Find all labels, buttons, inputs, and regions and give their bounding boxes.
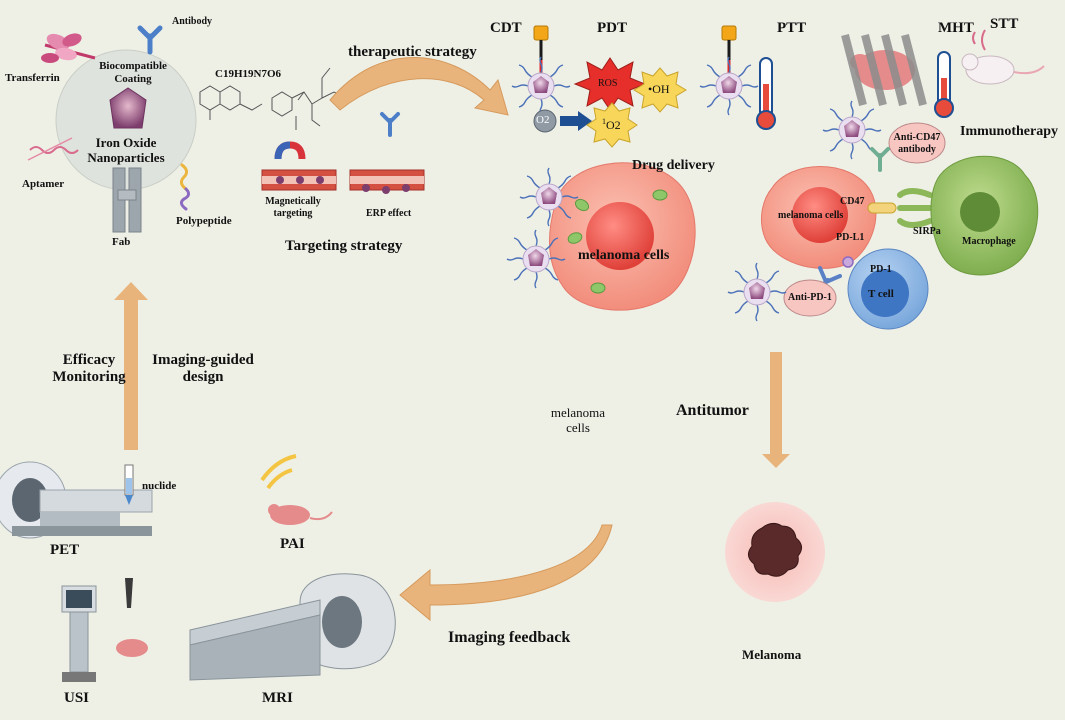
anti-pd1-bubble (783, 279, 837, 317)
pai-label: PAI (280, 536, 305, 552)
folic-acid-structure (199, 67, 343, 130)
cd47-connector (867, 202, 897, 214)
anti-cd47-antibody-icon (870, 147, 890, 172)
pai-icon (260, 454, 333, 525)
mht-coil-icon (841, 34, 927, 106)
drug-capsules (567, 189, 668, 294)
melanoma-tumor (748, 522, 802, 577)
imaging-feedback-arrow (399, 524, 613, 622)
usi-device-icon (61, 578, 148, 682)
ptt-thermometer-icon (756, 57, 776, 130)
macrophage-nucleus (960, 192, 1000, 232)
antibody-small-icon (380, 112, 400, 137)
t-cell-nucleus (861, 269, 909, 317)
cdt-laser (533, 25, 549, 78)
antitumor-arrow (762, 352, 790, 468)
transferrin-icon (41, 33, 96, 63)
nuclide-syringe-icon (124, 464, 134, 505)
erp-vessel (349, 169, 425, 194)
melanoma-label: Melanoma (742, 647, 802, 662)
ptt-nanoparticle (699, 56, 759, 116)
iron-oxide-core (109, 87, 147, 129)
aptamer-icon (27, 137, 79, 161)
targeting-strategy-label: Targeting strategy (285, 238, 403, 254)
sirpa-label: SIRPa (913, 226, 941, 237)
o2-arrow (560, 111, 592, 131)
macrophage-label: Macrophage (962, 236, 1016, 247)
pet-scanner-icon (0, 461, 153, 539)
cdt-label: CDT (490, 20, 522, 36)
antibody-label: Antibody (172, 16, 213, 27)
formula-label: C19H19N7O6 (215, 68, 281, 80)
fab-label: Fab (112, 236, 131, 248)
imaging-guided-design-label: Imaging-guided design (152, 352, 254, 386)
erp-effect-label: ERP effect (366, 208, 412, 219)
immuno-melanoma-cells-label: melanoma cells (778, 210, 844, 221)
stt-label: STT (990, 16, 1019, 32)
cd47-label: CD47 (840, 196, 865, 207)
therapeutic-arrow (329, 57, 509, 116)
oh-label: •OH (648, 82, 670, 96)
stt-thermometer-icon (934, 51, 954, 118)
melanoma-nucleus (586, 202, 654, 270)
stt-mouse-icon (961, 29, 1045, 85)
immuno-nanoparticle-bottom (727, 262, 787, 322)
singlet-oxygen-label: 1O2 (602, 117, 621, 133)
drug-nanoparticle-1 (519, 167, 579, 227)
fab-icon (112, 167, 142, 233)
therapeutic-strategy-label: therapeutic strategy (348, 44, 477, 60)
anti-cd47-bubble (888, 122, 946, 164)
pet-label: PET (50, 542, 80, 558)
pd-1-label: PD-1 (870, 264, 892, 275)
anti-cd47-label: Anti-CD47 antibody (893, 132, 941, 155)
polypeptide-icon (179, 163, 191, 211)
nuclide-label: nuclide (142, 480, 177, 492)
aptamer-label: Aptamer (22, 178, 65, 190)
melanoma-cells-flow-label: melanoma cells (550, 405, 606, 435)
oh-radical (633, 67, 687, 113)
drug-delivery-label: Drug delivery (632, 158, 715, 173)
o2-bubble (533, 109, 557, 133)
o2-label: O2 (536, 114, 550, 126)
ptt-label: PTT (777, 20, 807, 36)
drug-nanoparticle-2 (506, 229, 566, 289)
pdt-label: PDT (597, 20, 627, 36)
immunotherapy-label: Immunotherapy (960, 124, 1059, 139)
ptt-laser (721, 25, 737, 78)
mri-scanner-icon (189, 573, 396, 681)
imaging-feedback-label: Imaging feedback (448, 629, 571, 646)
imaging-guided-arrow (114, 282, 148, 450)
singlet-oxygen-text: O2 (606, 118, 621, 132)
antitumor-label: Antitumor (676, 402, 749, 419)
polypeptide-label: Polypeptide (176, 215, 232, 227)
coating-label: Biocompatible Coating (99, 60, 167, 85)
singlet-oxygen-sup: 1 (602, 117, 606, 126)
magnetic-vessel (261, 141, 337, 191)
pd-l1-label: PD-L1 (836, 232, 865, 243)
drug-melanoma-cells-label: melanoma cells (578, 248, 670, 263)
mht-label: MHT (938, 20, 974, 36)
magnetic-targeting-label: Magnetically targeting (265, 196, 321, 219)
sirpa-receptor (897, 188, 933, 228)
immuno-nucleus (792, 187, 848, 243)
transferrin-label: Transferrin (5, 72, 60, 84)
ros-label: ROS (598, 78, 618, 89)
efficacy-monitoring-label: Efficacy Monitoring (52, 352, 126, 386)
core-label: Iron Oxide Nanoparticles (87, 135, 165, 165)
antibody-icon (137, 25, 163, 55)
anti-pd1-label: Anti-PD-1 (788, 292, 832, 303)
usi-label: USI (64, 690, 90, 706)
cdt-nanoparticle (511, 56, 571, 116)
t-cell-label: T cell (868, 288, 894, 300)
mri-label: MRI (262, 690, 293, 706)
singlet-oxygen (586, 102, 638, 148)
